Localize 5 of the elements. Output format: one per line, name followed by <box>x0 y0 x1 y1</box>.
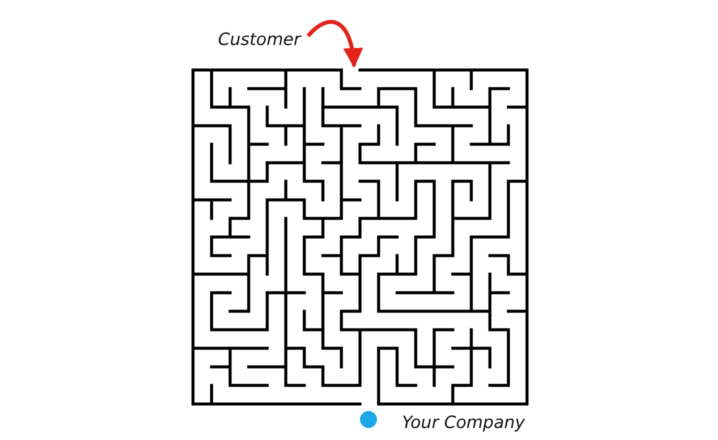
exit-label: Your Company <box>402 413 525 433</box>
exit-dot <box>360 411 377 428</box>
arrow <box>306 20 362 68</box>
maze-start-label: Customer <box>218 30 308 54</box>
maze-drawing <box>191 68 529 406</box>
